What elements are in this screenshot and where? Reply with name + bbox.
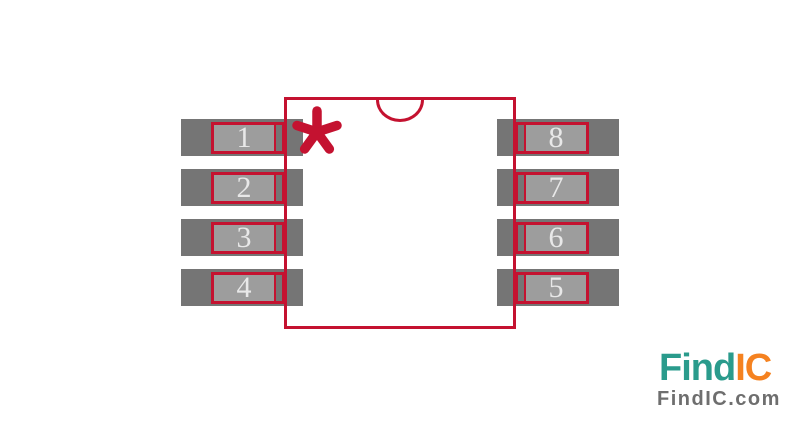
pin-fill-5: 5 — [524, 271, 586, 304]
pin-outline-1: 1 — [211, 122, 285, 154]
pin-outline-6: 6 — [515, 222, 589, 254]
logo-text-find: Find — [659, 347, 736, 389]
findic-tagline: FindIC.com — [657, 388, 781, 410]
pin-pad-3: 3 — [181, 219, 303, 256]
pin-fill-7: 7 — [524, 171, 586, 204]
pin-pad-5: 5 — [497, 269, 619, 306]
pin-pad-6: 6 — [497, 219, 619, 256]
pin-outline-4: 4 — [211, 272, 285, 304]
pin-outline-3: 3 — [211, 222, 285, 254]
pin-outline-2: 2 — [211, 172, 285, 204]
pin-fill-2: 2 — [214, 171, 276, 204]
pin-fill-8: 8 — [524, 121, 586, 154]
pin-fill-1: 1 — [214, 121, 276, 154]
pin-number-7: 7 — [548, 171, 564, 204]
pin1-asterisk-icon — [292, 106, 342, 154]
pin1-notch-icon — [376, 100, 424, 122]
pin-number-5: 5 — [548, 271, 564, 304]
pin-number-8: 8 — [548, 121, 564, 154]
pin-pad-7: 7 — [497, 169, 619, 206]
pin-outline-5: 5 — [515, 272, 589, 304]
pin-pad-4: 4 — [181, 269, 303, 306]
pin-number-1: 1 — [236, 121, 252, 154]
pin-fill-6: 6 — [524, 221, 586, 254]
pin-number-2: 2 — [236, 171, 252, 204]
findic-logo: FindIC — [659, 347, 772, 389]
pin-fill-3: 3 — [214, 221, 276, 254]
pin-number-4: 4 — [236, 271, 252, 304]
pin-number-3: 3 — [236, 221, 252, 254]
pin-pad-8: 8 — [497, 119, 619, 156]
ic-body-outline — [284, 97, 516, 329]
pin-pad-2: 2 — [181, 169, 303, 206]
pin-number-6: 6 — [548, 221, 564, 254]
pin-outline-7: 7 — [515, 172, 589, 204]
pin-fill-4: 4 — [214, 271, 276, 304]
logo-text-ic: IC — [735, 347, 772, 389]
pin-outline-8: 8 — [515, 122, 589, 154]
pin-pad-1: 1 — [181, 119, 303, 156]
